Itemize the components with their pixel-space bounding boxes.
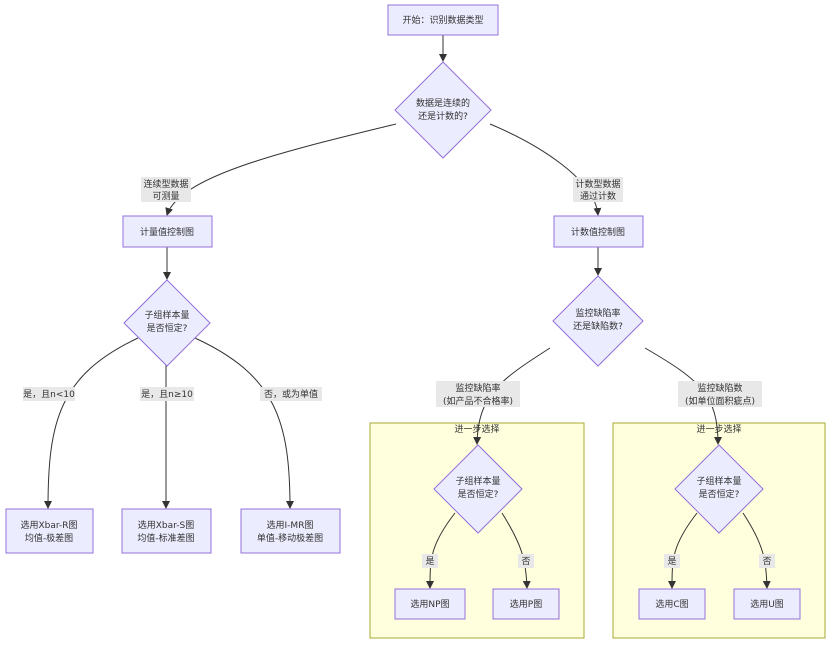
decision-subgroup-count: 子组样本量 是否恒定?: [674, 444, 764, 534]
decision-subgroup-rate-line2: 是否恒定?: [458, 488, 499, 500]
node-xbar-r-line2: 均值-极差图: [25, 532, 73, 544]
node-xbar-s: 选用Xbar-S图 均值-标准差图: [121, 508, 212, 554]
decision-subgroup-count-line2: 是否恒定?: [699, 488, 740, 500]
node-imr-line1: 选用I-MR图: [267, 519, 314, 531]
node-np-chart: 选用NP图: [394, 588, 466, 620]
edge-label-large-n-text: 是，且n≥10: [141, 389, 193, 400]
decision-data-type-line1: 数据是连续的: [416, 97, 470, 109]
node-attribute-chart: 计数值控制图: [553, 215, 644, 248]
node-c-chart-text: 选用C图: [655, 598, 688, 610]
decision-subgroup-variable-line1: 子组样本量: [144, 309, 189, 321]
edge-rate-sub-to-p: [501, 512, 531, 589]
node-start: 开始：识别数据类型: [387, 4, 499, 36]
edge-label-rate-line1: 监控缺陷率: [455, 382, 500, 394]
edge-label-np-yes: 是: [422, 554, 438, 568]
edge-label-large-n: 是，且n≥10: [140, 387, 194, 401]
edge-label-count-line1: 计数型数据: [575, 178, 620, 190]
node-c-chart: 选用C图: [638, 588, 706, 620]
subgraph-attribute-count-title: 进一步选择: [696, 423, 741, 435]
decision-defect-type-line1: 监控缺陷率: [575, 307, 620, 319]
edge-count-sub-to-u: [742, 512, 771, 589]
edge-label-continuous-line2: 可测量: [152, 191, 179, 202]
edge-label-single-text: 否，或为单值: [264, 388, 318, 400]
edge-label-defect-count: 监控缺陷数 (如单位面积疵点): [678, 381, 762, 407]
decision-subgroup-count-line1: 子组样本量: [696, 475, 741, 487]
edge-label-p-no: 否: [518, 554, 534, 568]
node-start-text: 开始：识别数据类型: [402, 14, 483, 26]
subgraph-attribute-rate-title: 进一步选择: [454, 423, 499, 435]
edge-label-defect-count-line1: 监控缺陷数: [697, 382, 742, 394]
node-u-chart: 选用U图: [733, 588, 801, 620]
edge-subgroup-to-imr: [194, 337, 294, 509]
edge-label-small-n: 是，且n<10: [23, 387, 75, 401]
decision-data-type-line2: 还是计数的?: [418, 110, 468, 122]
node-xbar-s-line1: 选用Xbar-S图: [138, 519, 194, 531]
node-p-chart-text: 选用P图: [510, 598, 542, 610]
edge-label-u-no: 否: [759, 554, 775, 568]
edge-label-u-no-text: 否: [762, 556, 771, 567]
node-p-chart: 选用P图: [492, 588, 560, 620]
decision-defect-type: 监控缺陷率 还是缺陷数?: [552, 275, 644, 367]
edge-label-continuous-line1: 连续型数据: [143, 178, 188, 190]
edge-label-continuous: 连续型数据 可测量: [141, 177, 191, 202]
decision-subgroup-rate: 子组样本量 是否恒定?: [433, 444, 523, 534]
decision-data-type: 数据是连续的 还是计数的?: [394, 61, 492, 159]
node-imr-line2: 单值-移动极差图: [257, 532, 323, 544]
edge-subgroup-to-xbar-r: [44, 337, 139, 509]
decision-defect-type-line2: 还是缺陷数?: [573, 320, 623, 332]
node-xbar-s-line2: 均值-标准差图: [137, 532, 194, 544]
edge-count-sub-to-c: [668, 512, 698, 589]
node-variable-chart-text: 计量值控制图: [140, 226, 194, 238]
node-attribute-chart-text: 计数值控制图: [571, 226, 625, 238]
node-xbar-r: 选用Xbar-R图 均值-极差图: [5, 508, 94, 554]
edge-label-count: 计数型数据 通过计数: [573, 177, 623, 202]
edge-label-p-no-text: 否: [521, 556, 530, 567]
node-imr: 选用I-MR图 单值-移动极差图: [240, 508, 341, 554]
edge-type-to-attribute: [489, 123, 602, 216]
node-np-chart-text: 选用NP图: [410, 598, 449, 610]
node-u-chart-text: 选用U图: [750, 598, 784, 610]
edge-type-to-variable: [165, 123, 397, 216]
decision-subgroup-rate-line1: 子组样本量: [455, 475, 500, 487]
edge-label-small-n-text: 是，且n<10: [23, 389, 75, 400]
edge-label-rate: 监控缺陷率 (如产品不合格率): [436, 381, 520, 407]
decision-subgroup-variable: 子组样本量 是否恒定?: [123, 279, 211, 367]
edge-label-defect-count-line2: (如单位面积疵点): [685, 395, 755, 407]
edge-label-single: 否，或为单值: [260, 387, 322, 401]
edge-label-c-yes: 是: [664, 554, 680, 568]
edge-label-rate-line2: (如产品不合格率): [443, 395, 513, 407]
node-variable-chart: 计量值控制图: [122, 215, 213, 248]
decision-subgroup-variable-line2: 是否恒定?: [147, 322, 188, 334]
edge-label-count-line2: 通过计数: [580, 190, 616, 202]
edge-label-c-yes-text: 是: [667, 556, 676, 567]
node-xbar-r-line1: 选用Xbar-R图: [20, 519, 77, 531]
edge-rate-sub-to-np: [426, 512, 456, 589]
edge-label-np-yes-text: 是: [425, 556, 434, 567]
